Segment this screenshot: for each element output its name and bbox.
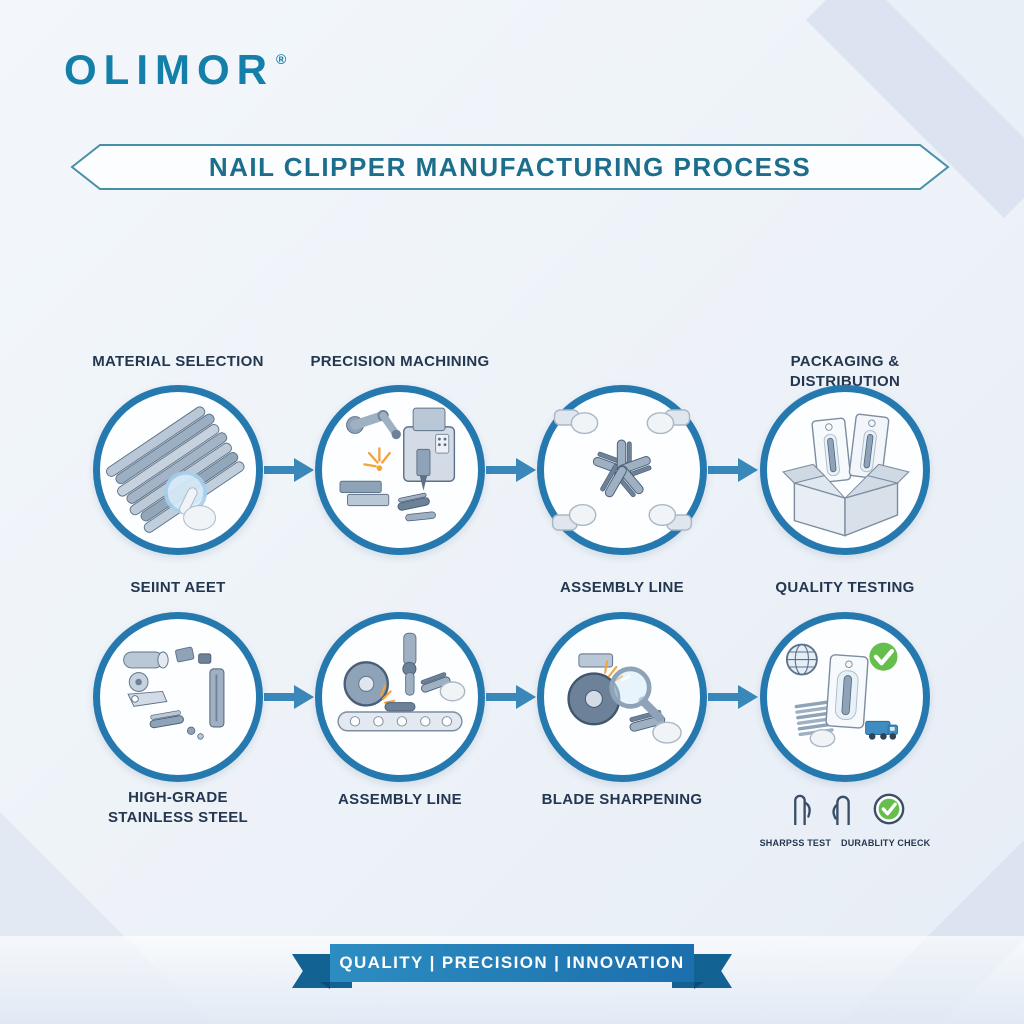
ribbon-text: QUALITY | PRECISION | INNOVATION: [330, 944, 694, 982]
label-high-grade-stainless-steel: HIGH-GRADE STAINLESS STEEL: [107, 789, 249, 827]
label-assembly-line-top: ASSEMBLY LINE: [560, 579, 684, 596]
quality-badges-icons: [784, 786, 906, 832]
step-circle-blade-sharpening: [537, 612, 707, 782]
arrow-right-icon: [264, 684, 314, 710]
step-circle-assembly-conveyor: [315, 612, 485, 782]
ribbon-fold-left: [320, 982, 330, 989]
shipping-box-blister-packs-icon: [782, 413, 910, 537]
arrow-right-icon: [486, 684, 536, 710]
conveyor-grinding-wheel-icon: [337, 632, 466, 732]
quality-badges-group: SHARPSS TEST DURABLITY CHECK: [750, 786, 940, 848]
gloved-hands-assembly-icon: [551, 409, 693, 531]
brand-logo: OLIMOR®: [64, 46, 286, 94]
approved-check-icon: [873, 793, 905, 825]
durability-clipper-icon: [832, 795, 850, 825]
page-title: NAIL CLIPPER MANUFACTURING PROCESS: [208, 151, 812, 182]
label-assembly-line-bottom: ASSEMBLY LINE: [338, 791, 462, 808]
banner-hexagon-shape: [70, 144, 950, 190]
arrow-right-icon: [486, 457, 536, 483]
step-circle-precision-machining: [315, 385, 485, 555]
blister-pack-globe-check-truck-icon: [785, 642, 898, 748]
label-material-selection: MATERIAL SELECTION: [92, 353, 264, 370]
label-sharpness-test: SHARPSS TEST: [759, 838, 832, 848]
step-circle-packaging-distribution: [760, 385, 930, 555]
step-circle-manual-assembly: [537, 385, 707, 555]
metal-components-icon: [123, 646, 225, 740]
title-banner: NAIL CLIPPER MANUFACTURING PROCESS: [70, 142, 950, 192]
label-blade-sharpening: BLADE SHARPENING: [541, 791, 703, 808]
label-packaging-distribution: PACKAGING & DISTRIBUTION: [789, 353, 901, 391]
footer-ribbon: QUALITY | PRECISION | INNOVATION: [292, 944, 732, 990]
step-circle-quality-testing: [760, 612, 930, 782]
arrow-right-icon: [708, 457, 758, 483]
brand-logo-text: OLIMOR: [64, 46, 274, 93]
quality-badges-labels: SHARPSS TEST DURABLITY CHECK: [760, 838, 931, 848]
magnifier-blade-inspection-icon: [567, 653, 682, 744]
arrow-right-icon: [708, 684, 758, 710]
registered-trademark-symbol: ®: [275, 51, 287, 67]
step-circle-metal-components: [93, 612, 263, 782]
arrow-right-icon: [264, 457, 314, 483]
label-seiint-aeet: SEIINT AEET: [130, 579, 226, 596]
label-quality-testing: QUALITY TESTING: [775, 579, 915, 596]
ribbon-fold-right: [694, 982, 704, 989]
step-circle-material-selection: [93, 385, 263, 555]
cnc-machine-icon: [339, 407, 456, 522]
steel-rods-bundle-icon: [106, 406, 245, 533]
sharpness-clipper-icon: [794, 794, 811, 825]
label-precision-machining: PRECISION MACHINING: [310, 353, 490, 370]
label-durability-check: DURABLITY CHECK: [841, 838, 931, 848]
